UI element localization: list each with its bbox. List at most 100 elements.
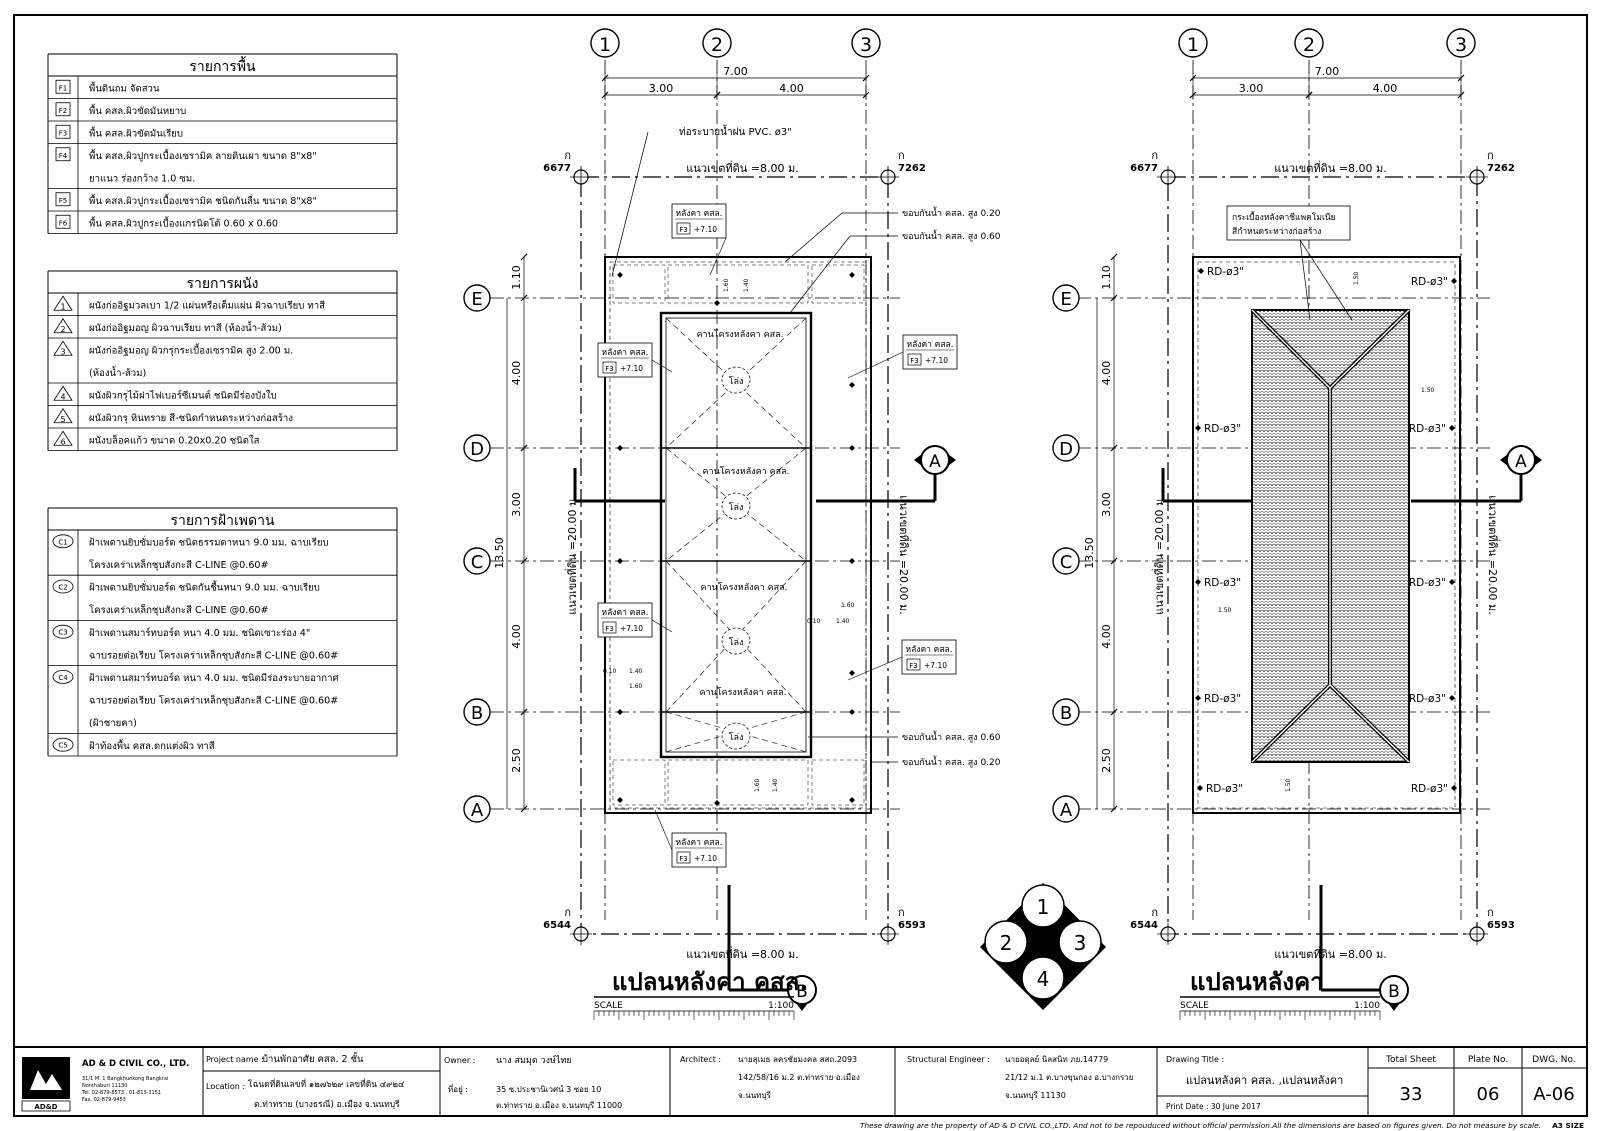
svg-text:21/12 ม.1 ต.บางขุนกอง อ.บางกรว: 21/12 ม.1 ต.บางขุนกอง อ.บางกรวย	[1005, 1073, 1133, 1082]
svg-text:1.40: 1.40	[772, 778, 779, 792]
svg-text:1.50: 1.50	[1421, 387, 1435, 394]
svg-text:ต.ท่าทราย (บางธรณี) อ.เมือง จ.: ต.ท่าทราย (บางธรณี) อ.เมือง จ.นนทบุรี	[254, 1099, 400, 1110]
roof-tag-code: F3	[605, 365, 613, 373]
svg-text:1.50: 1.50	[1353, 271, 1360, 285]
drain-point	[617, 445, 623, 451]
svg-text:Structural Engineer :: Structural Engineer :	[907, 1055, 990, 1064]
grid-row-label: A	[471, 800, 484, 821]
roof-level-tag	[902, 334, 958, 370]
boundary-number: 6677	[543, 163, 571, 174]
roof-level-tag	[597, 602, 653, 638]
grid-col-label: 2	[1303, 34, 1315, 56]
boundary-number: 6677	[1130, 163, 1158, 174]
grid-bubble	[1446, 28, 1476, 58]
dim-row: 4.00	[510, 624, 523, 649]
void-label: โล่ง	[729, 376, 744, 387]
beam-label: คานโครงหลังคา คสล.	[700, 687, 787, 698]
wall-code: 6	[60, 437, 65, 446]
boundary-k: ก	[1487, 906, 1494, 919]
drain-point	[849, 382, 855, 388]
grid-row-label: D	[1059, 439, 1073, 460]
curb-note: ขอบกันน้ำ คสล. สูง 0.20	[902, 755, 1001, 768]
drain-point	[617, 558, 623, 564]
curb-note: ขอบกันน้ำ คสล. สูง 0.60	[902, 730, 1001, 743]
structural-engineer: นายอดุลย์ นิลสนิท ภย.14779	[1005, 1054, 1108, 1064]
svg-text:Nonthaburi 11130: Nonthaburi 11130	[82, 1083, 127, 1089]
boundary-number: 6593	[898, 920, 926, 931]
drawing-number: A-06	[1533, 1084, 1574, 1105]
curb-note: ขอบกันน้ำ คสล. สูง 0.60	[902, 229, 1001, 242]
floor-code: F4	[59, 152, 68, 160]
boundary-label: แนวเขตที่ดิน =8.00 ม.	[1274, 946, 1387, 961]
drain-point	[849, 709, 855, 715]
svg-text:Tel. 02-879-8573 , 01-813-3151: Tel. 02-879-8573 , 01-813-3151	[81, 1090, 161, 1096]
roof-drain-point	[1451, 785, 1457, 791]
ceiling-code: C5	[58, 742, 67, 750]
dim-overall: 13.50	[1083, 537, 1096, 569]
svg-text:1.50: 1.50	[1218, 607, 1232, 614]
roof-drain-point	[1449, 695, 1455, 701]
drain-point	[849, 797, 855, 803]
roof-drain-label: RD-ø3"	[1207, 266, 1244, 278]
roof-drain-point	[1195, 579, 1201, 585]
grid-bubble	[1052, 547, 1080, 575]
schedule-text: พื้น คสล.ผิวขัดมันหยาบ	[89, 103, 186, 117]
roof-drain-label: RD-ø3"	[1409, 577, 1446, 589]
roof-tag-code: F3	[679, 226, 687, 234]
tile-note: สีกำหนดระหว่างก่อสร้าง	[1232, 226, 1321, 237]
boundary-k: ก	[1487, 149, 1494, 162]
beam-label: คานโครงหลังคา คสล.	[701, 582, 788, 593]
location: โฉนดที่ดินเลขที่ ๑๒๗๖๒๙ เลขที่ดิน ๔๙๒๔	[248, 1078, 405, 1090]
schedule-text: ฝ้าเพดานสมาร์ทบอร์ด หนา 4.0 มม. ชนิดมีร่…	[89, 672, 339, 684]
boundary-label-side: แนวเขตที่ดิน =20.00 ม.	[1486, 495, 1501, 615]
grid-row-label: E	[1060, 289, 1071, 310]
svg-text:1.60: 1.60	[723, 278, 730, 292]
roof-drain-point	[1195, 425, 1201, 431]
boundary-label-side: แนวเขตที่ดิน =20.00 ม.	[1151, 495, 1166, 615]
schedule-text: ผนังก่ออิฐมวลเบา 1/2 แผ่นหรือเต็มแผ่น ผิ…	[89, 298, 325, 311]
roof-drain-label: RD-ø3"	[1409, 423, 1446, 435]
schedule-title: รายการพื้น	[189, 56, 256, 75]
grid-bubble	[463, 698, 491, 726]
dim-row: 4.00	[1100, 624, 1113, 649]
schedule-text: ฝ้าท้องพื้น คสล.ตกแต่งผิว ทาสี	[89, 738, 215, 752]
schedule-text: ผนังผิวกรุไม้ฝาไฟเบอร์ซีเมนต์ ชนิดมีร่อง…	[89, 389, 277, 401]
grid-bubble	[1178, 28, 1208, 58]
schedule-text: พื้น คสล.ผิวปูกระเบื้องเซรามิค ลายดินเผา…	[89, 148, 317, 162]
schedule-text: (ห้องน้ำ-ส้วม)	[89, 365, 146, 379]
roof-drain-label: RD-ø3"	[1409, 693, 1446, 705]
svg-text:1.40: 1.40	[836, 618, 850, 625]
roof-tag-level: +7.10	[925, 356, 948, 365]
roof-drain-point	[1198, 268, 1204, 274]
void-label: โล่ง	[729, 732, 744, 743]
roof-tag-label: หลังคา คสล.	[907, 340, 954, 350]
section-label-b: B	[1388, 982, 1400, 1002]
grid-bubble	[1052, 284, 1080, 312]
architect: นายสุเมธ ลครชัยมงคล สสถ.2093	[738, 1055, 857, 1064]
grid-col-label: 3	[860, 34, 872, 56]
boundary-label: แนวเขตที่ดิน =8.00 ม.	[1274, 160, 1387, 175]
roof-tag-label: หลังคา คสล.	[676, 838, 723, 848]
schedule-text: ฝ้าเพดานยิบซั่มบอร์ด ชนิดธรรมดาหนา 9.0 ม…	[89, 535, 329, 548]
grid-bubble	[463, 284, 491, 312]
print-date: Print Date : 30 June 2017	[1166, 1102, 1261, 1111]
roof-tag-level: +7.10	[620, 364, 643, 373]
dim-row: 3.00	[1100, 492, 1113, 517]
boundary-number: 7262	[898, 163, 926, 174]
schedule-text: ผนังผิวกรุ หินทราย สี-ชนิดกำหนดระหว่างก่…	[89, 412, 293, 424]
boundary-number: 6544	[1130, 920, 1158, 931]
roof-tag-label: หลังคา คสล.	[602, 348, 649, 358]
grid-bubble	[702, 28, 732, 58]
grid-col-label: 2	[711, 34, 723, 56]
ceiling-code: C3	[58, 629, 67, 637]
svg-text:Plate No.: Plate No.	[1468, 1055, 1508, 1065]
boundary-k: ก	[898, 906, 905, 919]
svg-text:จ.นนทบุรี: จ.นนทบุรี	[738, 1091, 772, 1100]
dim-bay: 3.00	[649, 82, 674, 95]
roof-slab-plan: โล่ง โล่ง โล่ง โล่ง คานโครงหลังคา คสล. ค…	[490, 60, 1001, 935]
wall-code: 3	[60, 347, 65, 356]
schedule-title: รายการฝ้าเพดาน	[170, 513, 274, 529]
grid-bubble	[851, 28, 881, 58]
roof-tag-label: หลังคา คสล.	[906, 645, 953, 655]
schedule-text: ยาแนว ร่องกว้าง 1.0 ซม.	[89, 173, 195, 184]
